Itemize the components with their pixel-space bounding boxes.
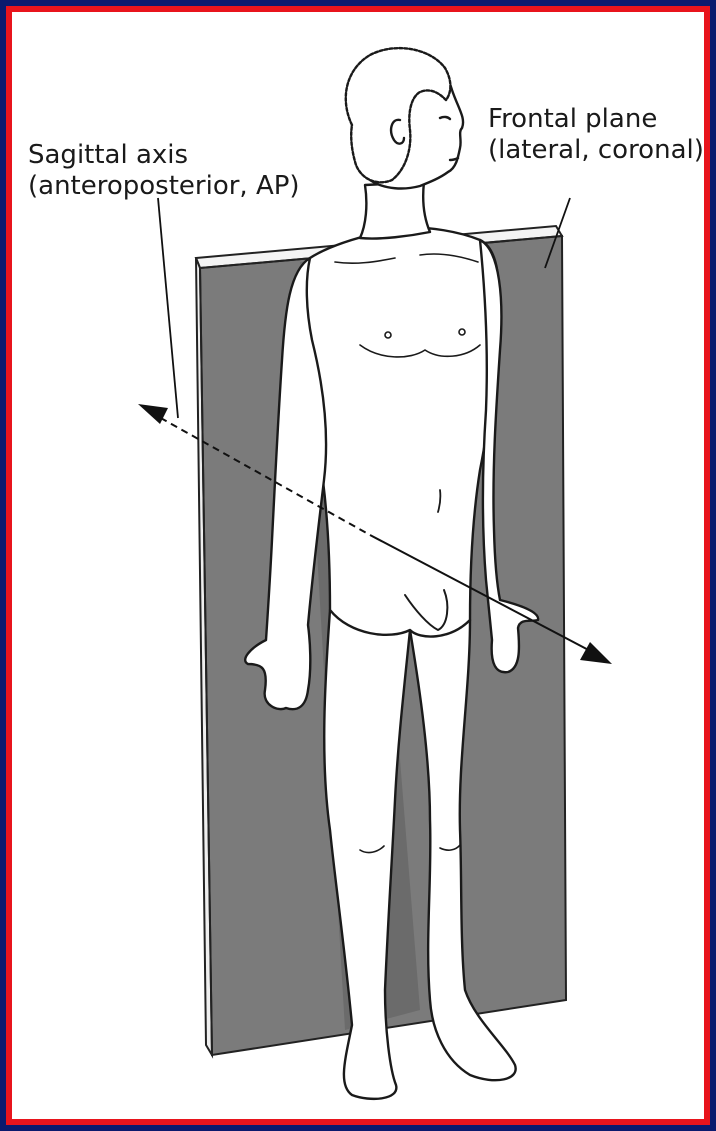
- arrowhead-back: [138, 404, 168, 424]
- torso: [300, 228, 499, 637]
- sagittal-axis-label: Sagittal axis (anteroposterior, AP): [28, 140, 300, 202]
- sagittal-axis-label-line2: (anteroposterior, AP): [28, 171, 300, 202]
- sagittal-leader-line: [158, 198, 178, 418]
- neck: [360, 182, 430, 239]
- frontal-plane-label-line1: Frontal plane: [488, 104, 704, 135]
- frontal-plane-label-line2: (lateral, coronal): [488, 135, 704, 166]
- sagittal-axis-label-line1: Sagittal axis: [28, 140, 300, 171]
- arrowhead-front: [580, 642, 612, 664]
- frontal-plane-label: Frontal plane (lateral, coronal): [488, 104, 704, 166]
